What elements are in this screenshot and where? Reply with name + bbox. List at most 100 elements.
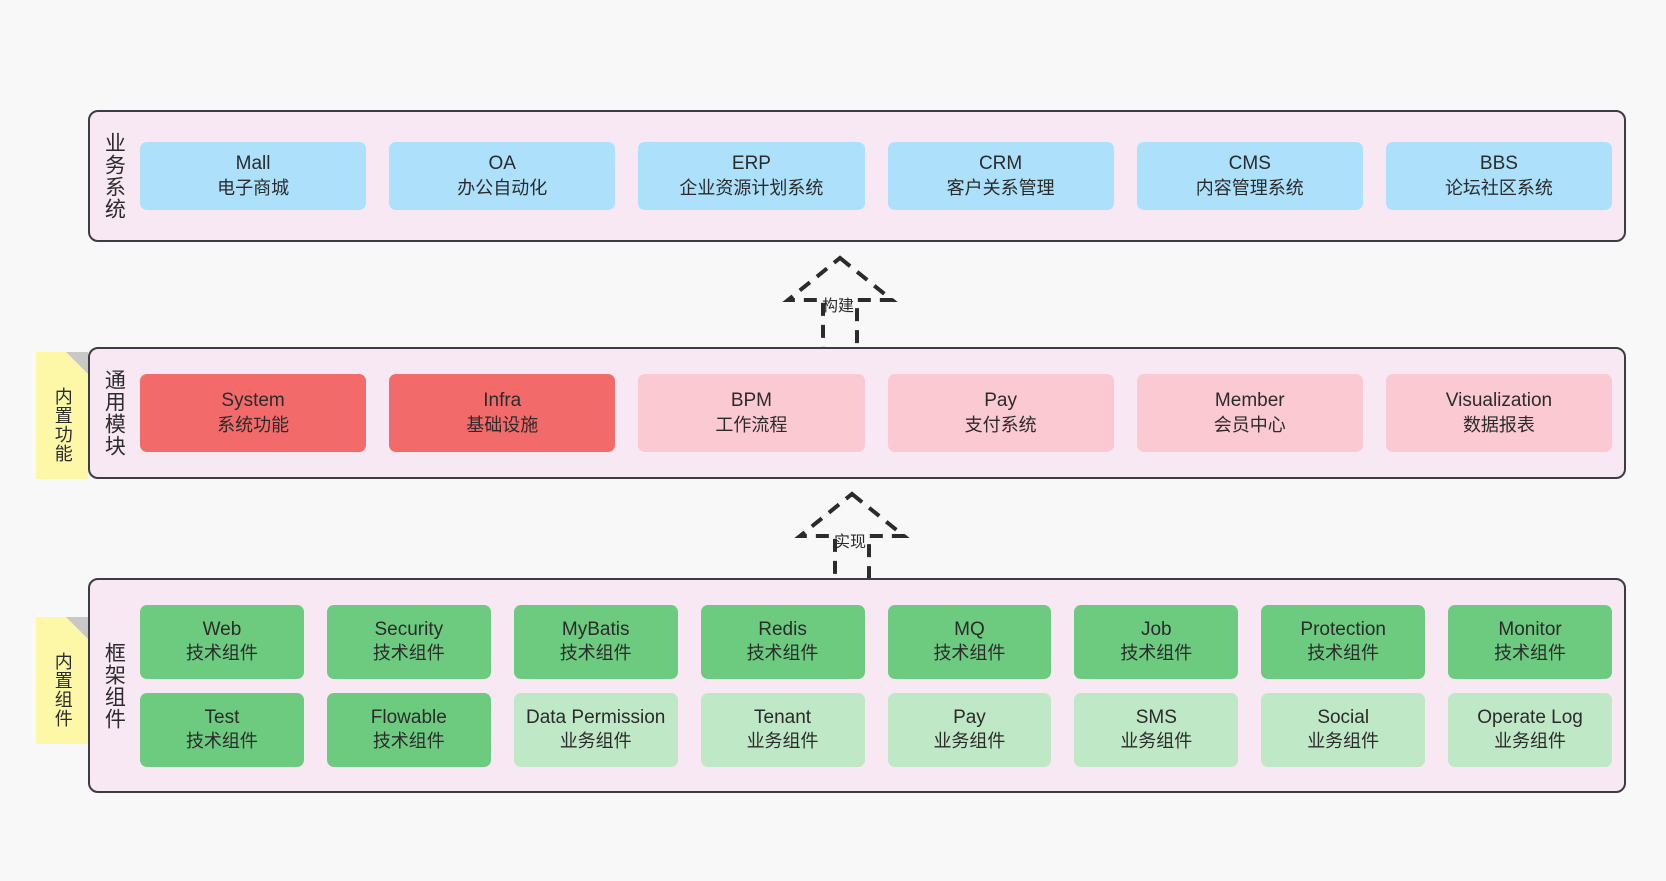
card-bbs[interactable]: BBS 论坛社区系统 — [1385, 142, 1613, 210]
card-subtitle: 客户关系管理 — [946, 177, 1055, 198]
card-title: Protection — [1300, 618, 1386, 640]
card-pay[interactable]: Pay 支付系统 — [887, 374, 1114, 452]
card-title: Redis — [758, 618, 807, 640]
card-protection[interactable]: Protection 技术组件 — [1261, 604, 1426, 679]
card-subtitle: 基础设施 — [466, 414, 539, 435]
card-title: MyBatis — [561, 618, 630, 640]
card-tenant[interactable]: Tenant 业务组件 — [700, 692, 865, 767]
card-title: BPM — [730, 390, 773, 412]
layer-title-common-modules: 通用模块 — [102, 369, 126, 457]
card-erp[interactable]: ERP 企业资源计划系统 — [638, 142, 865, 210]
card-subtitle: 电子商城 — [217, 177, 290, 198]
card-oa[interactable]: OA 办公自动化 — [389, 142, 616, 210]
layer-body-common-modules: System 系统功能 Infra 基础设施 BPM 工作流程 Pay 支付系统… — [136, 349, 1624, 477]
layer-common-modules: 通用模块 System 系统功能 Infra 基础设施 BPM 工作流程 Pay… — [88, 347, 1626, 479]
card-visualization[interactable]: Visualization 数据报表 — [1385, 374, 1613, 452]
card-title: Pay — [953, 706, 986, 728]
card-subtitle: 工作流程 — [715, 414, 788, 435]
note-builtin-components: 内置组件 — [36, 617, 88, 744]
card-subtitle: 技术组件 — [185, 643, 258, 664]
page-fold-icon — [66, 352, 88, 374]
card-subtitle: 内容管理系统 — [1195, 177, 1304, 198]
card-subtitle: 技术组件 — [933, 643, 1006, 664]
card-row: Test 技术组件 Flowable 技术组件 Data Permission … — [140, 692, 1612, 767]
card-subtitle: 技术组件 — [559, 643, 632, 664]
card-subtitle: 支付系统 — [964, 414, 1037, 435]
card-row: Mall 电子商城 OA 办公自动化 ERP 企业资源计划系统 CRM 客户关系… — [140, 142, 1613, 210]
card-subtitle: 技术组件 — [185, 731, 258, 752]
card-subtitle: 技术组件 — [372, 643, 445, 664]
card-subtitle: 业务组件 — [746, 731, 819, 752]
card-sms[interactable]: SMS 业务组件 — [1074, 692, 1239, 767]
layer-body-framework-components: Web 技术组件 Security 技术组件 MyBatis 技术组件 Redi… — [136, 580, 1624, 791]
card-bpm[interactable]: BPM 工作流程 — [638, 374, 865, 452]
card-system[interactable]: System 系统功能 — [140, 374, 367, 452]
card-title: Monitor — [1498, 618, 1562, 640]
card-mq[interactable]: MQ 技术组件 — [887, 604, 1052, 679]
arrow-build-label: 构建 — [822, 298, 855, 315]
layer-business-systems: 业务系统 Mall 电子商城 OA 办公自动化 ERP 企业资源计划系统 CRM… — [88, 110, 1626, 242]
card-title: Security — [374, 618, 444, 640]
arrow-implement-icon — [794, 491, 910, 588]
card-title: Infra — [483, 390, 522, 412]
card-subtitle: 办公自动化 — [457, 177, 548, 198]
card-title: Visualization — [1445, 390, 1553, 412]
card-row: System 系统功能 Infra 基础设施 BPM 工作流程 Pay 支付系统… — [140, 374, 1613, 452]
card-subtitle: 业务组件 — [1120, 731, 1193, 752]
card-infra[interactable]: Infra 基础设施 — [389, 374, 616, 452]
arrow-implement: 实现 — [772, 490, 932, 590]
card-flowable[interactable]: Flowable 技术组件 — [326, 692, 491, 767]
card-subtitle: 技术组件 — [372, 731, 445, 752]
card-title: Test — [204, 706, 240, 728]
card-social[interactable]: Social 业务组件 — [1261, 692, 1426, 767]
card-redis[interactable]: Redis 技术组件 — [700, 604, 865, 679]
card-subtitle: 论坛社区系统 — [1444, 177, 1553, 198]
card-title: Flowable — [370, 706, 447, 728]
card-title: Web — [202, 618, 242, 640]
card-title: Operate Log — [1477, 706, 1583, 728]
card-title: Mall — [235, 153, 271, 175]
card-data-permission[interactable]: Data Permission 业务组件 — [513, 692, 678, 767]
card-title: OA — [488, 153, 516, 175]
card-mybatis[interactable]: MyBatis 技术组件 — [513, 604, 678, 679]
card-mall[interactable]: Mall 电子商城 — [140, 142, 367, 210]
card-title: Job — [1140, 618, 1172, 640]
card-title: BBS — [1479, 153, 1518, 175]
card-job[interactable]: Job 技术组件 — [1074, 604, 1239, 679]
note-text: 内置功能 — [52, 386, 73, 463]
card-subtitle: 业务组件 — [933, 731, 1006, 752]
note-text: 内置组件 — [52, 651, 73, 728]
card-crm[interactable]: CRM 客户关系管理 — [887, 142, 1114, 210]
note-builtin-features: 内置功能 — [36, 352, 88, 479]
card-subtitle: 业务组件 — [1307, 731, 1380, 752]
card-subtitle: 数据报表 — [1462, 414, 1535, 435]
card-title: SMS — [1135, 706, 1177, 728]
card-subtitle: 技术组件 — [1307, 643, 1380, 664]
card-pay-business[interactable]: Pay 业务组件 — [887, 692, 1052, 767]
card-title: Data Permission — [525, 706, 666, 728]
card-title: CRM — [978, 153, 1023, 175]
card-title: Tenant — [754, 706, 812, 728]
card-subtitle: 业务组件 — [559, 731, 632, 752]
card-title: Social — [1317, 706, 1370, 728]
card-member[interactable]: Member 会员中心 — [1136, 374, 1363, 452]
card-subtitle: 技术组件 — [1494, 643, 1567, 664]
card-monitor[interactable]: Monitor 技术组件 — [1448, 604, 1612, 679]
arrow-implement-label: 实现 — [834, 534, 867, 551]
card-title: System — [221, 390, 285, 412]
card-test[interactable]: Test 技术组件 — [140, 692, 304, 767]
card-web[interactable]: Web 技术组件 — [140, 604, 304, 679]
card-subtitle: 会员中心 — [1213, 414, 1286, 435]
card-title: ERP — [731, 153, 771, 175]
layer-body-business-systems: Mall 电子商城 OA 办公自动化 ERP 企业资源计划系统 CRM 客户关系… — [136, 112, 1624, 240]
card-subtitle: 企业资源计划系统 — [679, 177, 824, 198]
card-security[interactable]: Security 技术组件 — [326, 604, 491, 679]
card-subtitle: 业务组件 — [1494, 731, 1567, 752]
card-cms[interactable]: CMS 内容管理系统 — [1136, 142, 1363, 210]
card-operate-log[interactable]: Operate Log 业务组件 — [1448, 692, 1612, 767]
card-title: MQ — [954, 618, 985, 640]
layer-title-business-systems: 业务系统 — [102, 132, 126, 220]
arrow-build-icon — [782, 255, 898, 352]
arrow-build: 构建 — [760, 254, 920, 354]
